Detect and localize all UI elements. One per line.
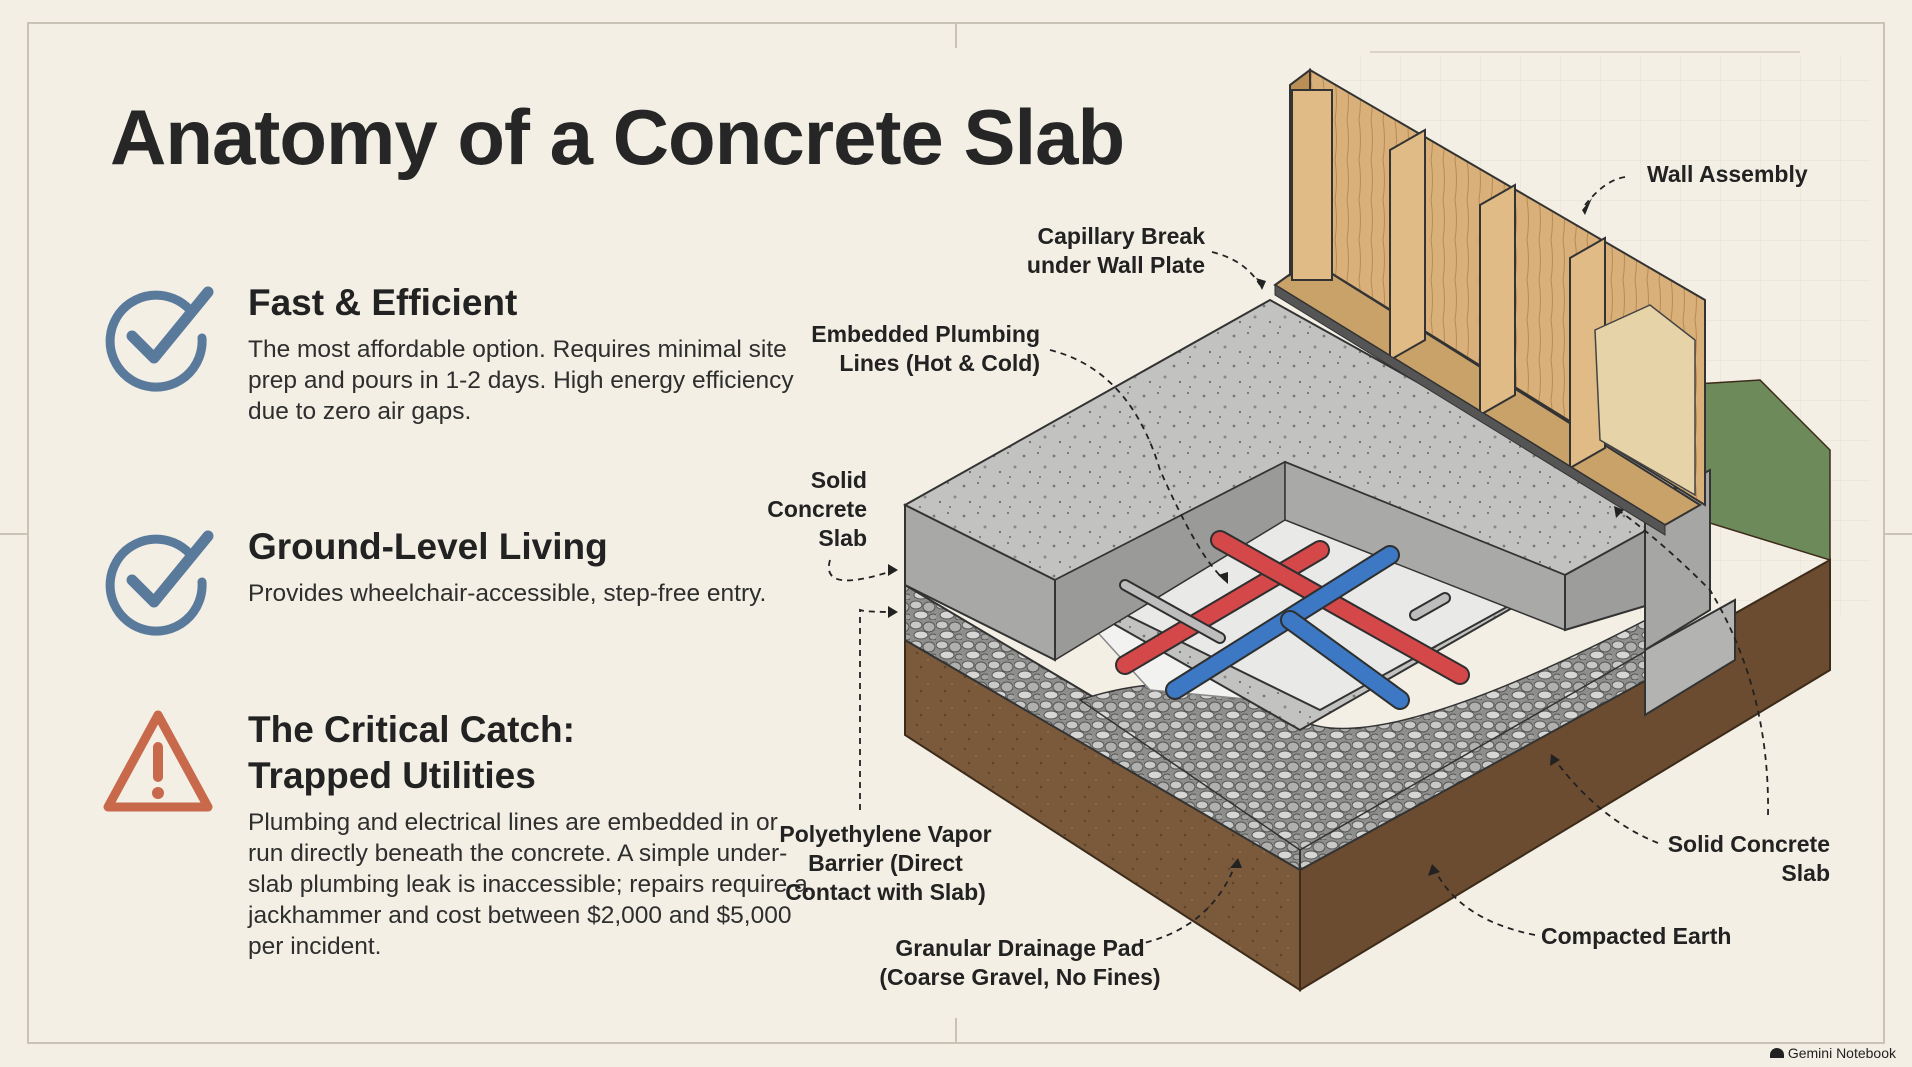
label-line: Capillary Break [1037,223,1205,249]
label-line: Embedded Plumbing [811,321,1040,347]
feature-body: Plumbing and electrical lines are embedd… [248,809,808,960]
label-embedded-plumbing: Embedded Plumbing Lines (Hot & Cold) [790,320,1040,378]
label-compacted-earth: Compacted Earth [1541,923,1732,949]
label-granular-drainage-pad: Granular Drainage Pad (Coarse Gravel, No… [875,934,1165,992]
label-line: Granular Drainage Pad [895,935,1145,961]
frame-tick-bottom [955,1018,957,1044]
label-line: Slab [1781,860,1830,886]
feature-heading-line1: The Critical Catch: [248,709,575,750]
feature-body: The most affordable option. Requires min… [248,336,794,425]
feature-heading: Fast & Efficient [248,282,518,323]
feature-body: Provides wheelchair-accessible, step-fre… [248,580,767,607]
brand-text: Gemini Notebook [1787,1045,1896,1061]
label-line: Solid Concrete [1667,831,1830,857]
label-solid-concrete-slab-left: Solid Concrete Slab [740,466,867,553]
label-line: Barrier (Direct [808,850,963,876]
label-line: Concrete [767,496,867,522]
check-circle-icon [105,286,214,392]
pipes [1115,530,1470,710]
feature-heading-line2: Trapped Utilities [248,755,536,796]
frame-tick-top [955,22,957,48]
label-line: Contact with Slab) [785,879,986,905]
label-line: (Coarse Gravel, No Fines) [879,964,1161,990]
label-solid-concrete-slab-right: Solid Concrete Slab [1640,830,1830,888]
check-circle-icon [105,530,214,636]
brand-watermark: Gemini Notebook [1769,1045,1896,1061]
label-line: Polyethylene Vapor [779,821,992,847]
feature-heading: The Critical Catch: Trapped Utilities [248,707,808,799]
label-capillary-break: Capillary Break under Wall Plate [1000,222,1205,280]
frame-tick-left [0,533,27,535]
label-line: Solid [810,467,867,493]
feature-heading: Ground-Level Living [248,526,608,567]
label-line: Lines (Hot & Cold) [839,350,1040,376]
warning-triangle-icon [103,710,213,812]
label-wall-assembly: Wall Assembly [1647,161,1808,187]
label-line: under Wall Plate [1026,252,1205,278]
page-title: Anatomy of a Concrete Slab [110,93,1125,181]
notebook-icon [1769,1048,1784,1058]
frame-tick-right [1885,533,1912,535]
label-line: Slab [818,525,867,551]
label-vapor-barrier: Polyethylene Vapor Barrier (Direct Conta… [768,820,1003,907]
